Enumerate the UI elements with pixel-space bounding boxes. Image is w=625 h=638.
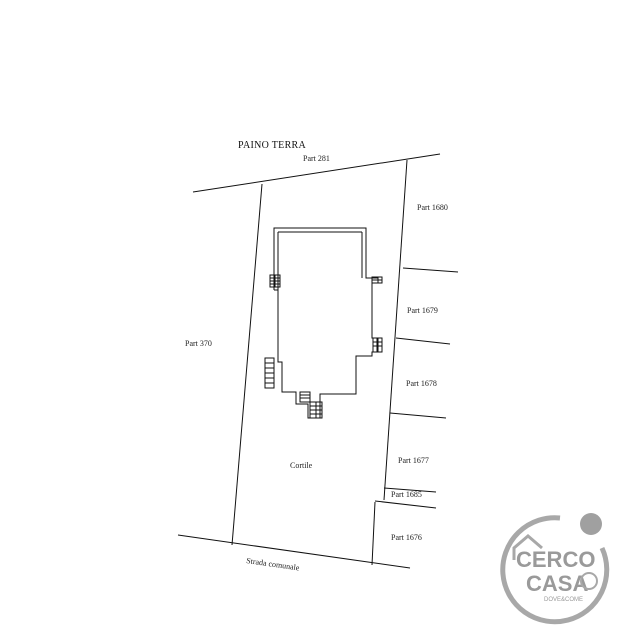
west-boundary <box>231 183 263 546</box>
label-part-1685: Part 1685 <box>391 490 422 499</box>
stair-west <box>264 357 275 389</box>
stair-northeast <box>371 276 383 284</box>
logo-ring <box>500 515 610 625</box>
label-part-1676: Part 1676 <box>391 533 422 542</box>
label-part-370: Part 370 <box>185 339 212 348</box>
north-boundary <box>192 153 441 193</box>
label-part-1680: Part 1680 <box>417 203 448 212</box>
east-boundary-upper <box>383 159 408 501</box>
label-road: Strada comunale <box>246 556 301 572</box>
lot-boundaries <box>177 153 459 569</box>
building-walls <box>273 227 379 419</box>
label-part-1679: Part 1679 <box>407 306 438 315</box>
stair-south <box>299 391 323 419</box>
stair-east <box>372 337 383 353</box>
parcel-divider-3 <box>389 412 447 419</box>
logo-cerco: CERCO <box>516 547 595 572</box>
logo-tagline: DOVE&COME <box>544 597 583 603</box>
parcel-divider-2 <box>395 337 451 345</box>
plan-title: PAINO TERRA <box>238 140 307 151</box>
stair-northwest <box>269 274 281 288</box>
south-boundary <box>177 534 411 569</box>
building-outline <box>264 227 383 419</box>
pin-icon <box>580 572 598 590</box>
logo-dot <box>580 513 602 535</box>
logo-casa: CASA <box>526 571 588 596</box>
label-part-281: Part 281 <box>303 154 330 163</box>
parcel-divider-5 <box>374 500 437 509</box>
watermark-logo: CERCO CASA DOVE&COME <box>500 513 610 625</box>
label-part-1678: Part 1678 <box>406 379 437 388</box>
label-part-1677: Part 1677 <box>398 456 429 465</box>
house-icon <box>512 534 543 560</box>
parcel-divider-4 <box>383 487 437 493</box>
stair-box <box>299 391 311 403</box>
parcel-divider-1 <box>402 267 459 273</box>
east-boundary-lower <box>371 501 376 566</box>
label-courtyard: Cortile <box>290 461 313 470</box>
